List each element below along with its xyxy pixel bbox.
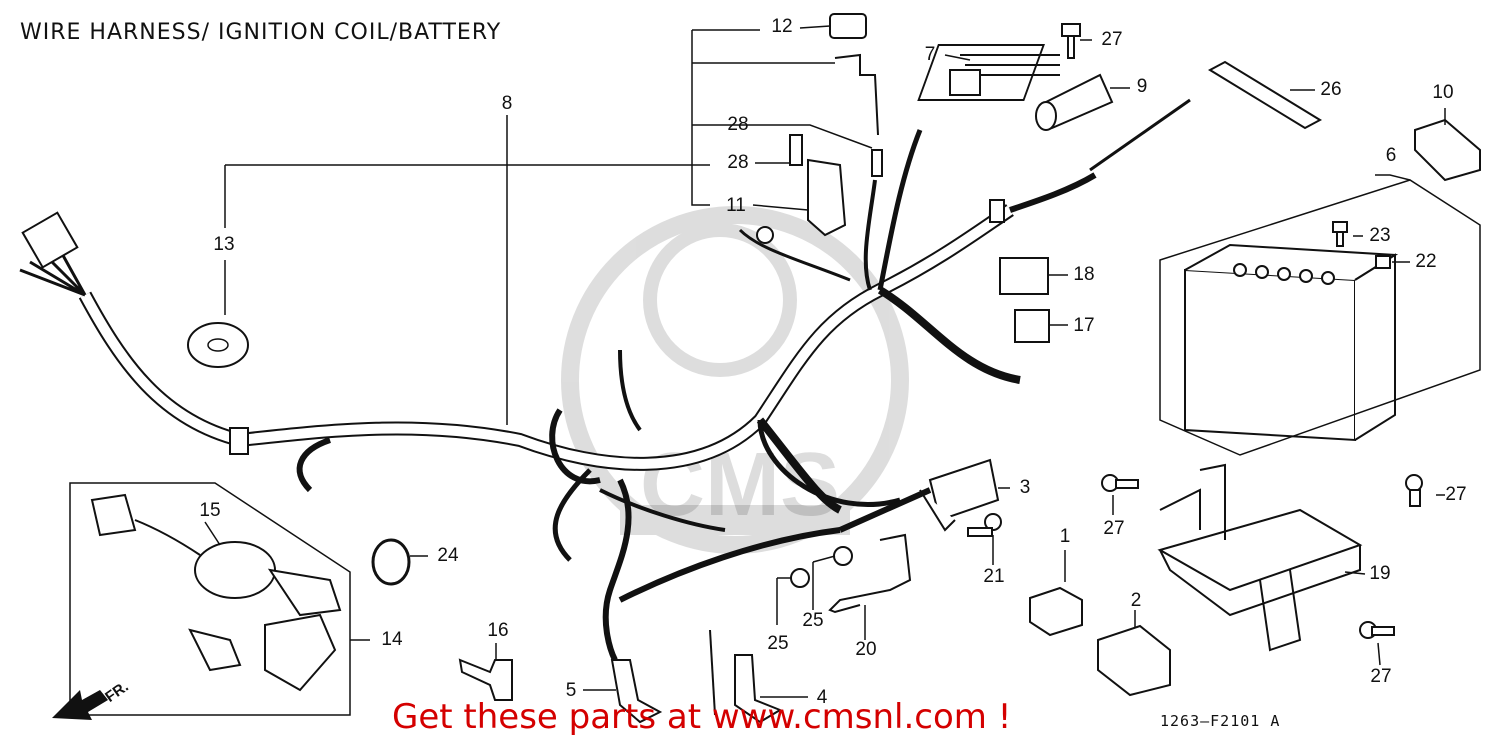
callout-7: 7 — [924, 44, 936, 65]
callout-4: 4 — [816, 687, 828, 708]
part-7-regulator — [917, 44, 1060, 101]
part-27-bolt-top — [1061, 23, 1081, 59]
callout-27-mid: 27 — [1103, 518, 1125, 539]
part-15-ignition-switch — [90, 493, 342, 692]
part-27-bolt-bottom — [1359, 621, 1395, 639]
part-25-nut-b — [833, 546, 853, 566]
callout-21: 21 — [983, 566, 1005, 587]
part-19-battery-case — [1157, 463, 1363, 652]
part-10-holder — [1414, 118, 1481, 182]
terminal-bracket — [834, 53, 879, 136]
callout-25-right: 25 — [802, 610, 824, 631]
callout-10: 10 — [1432, 82, 1454, 103]
part-12-cap — [829, 13, 867, 39]
part-23-bolt — [1332, 221, 1348, 247]
callout-11: 11 — [726, 195, 746, 216]
part-2-cover — [1097, 624, 1171, 697]
part-3-ignition-coil — [618, 458, 1000, 603]
front-arrow-icon — [52, 690, 108, 720]
switch-group-frame — [69, 482, 351, 716]
callout-27-top: 27 — [1101, 29, 1123, 50]
plug-wire-4 — [709, 629, 716, 716]
part-17-relay — [1014, 309, 1050, 343]
page-title: WIRE HARNESS/ IGNITION COIL/BATTERY — [20, 20, 502, 45]
part-21-bolt — [967, 513, 1002, 537]
wire-harness — [19, 98, 1191, 662]
callout-20: 20 — [855, 639, 877, 660]
callout-16: 16 — [487, 620, 509, 641]
diagram-code: 1263–F2101 A — [1160, 712, 1281, 730]
callout-27-bottom: 27 — [1370, 666, 1392, 687]
promo-link[interactable]: Get these parts at www.cmsnl.com ! — [392, 697, 1012, 737]
grommet-hole — [207, 338, 229, 352]
part-9-cover — [1035, 73, 1114, 131]
part-27-bolt-mid — [1101, 474, 1139, 492]
callout-19: 19 — [1369, 563, 1391, 584]
part-18-relay — [999, 257, 1049, 295]
part-28-fuse-b — [871, 149, 883, 177]
callout-25-left: 25 — [767, 633, 789, 654]
callout-13: 13 — [213, 234, 235, 255]
callout-18: 18 — [1073, 264, 1095, 285]
watermark-logo — [561, 206, 909, 554]
callout-26: 26 — [1320, 79, 1342, 100]
callout-1: 1 — [1059, 526, 1071, 547]
callout-23: 23 — [1369, 225, 1391, 246]
callout-3: 3 — [1019, 477, 1031, 498]
callout-6: 6 — [1385, 145, 1397, 166]
callout-22: 22 — [1415, 251, 1437, 272]
part-27-bolt-right — [1405, 474, 1423, 507]
callout-24: 24 — [437, 545, 459, 566]
part-1-connector — [1029, 586, 1083, 637]
part-11-fuse-holder — [807, 158, 847, 237]
part-16-key — [458, 658, 513, 701]
part-4-plug-cap — [734, 654, 783, 724]
leader-lines — [204, 25, 1446, 698]
part-22-nut — [1375, 255, 1391, 269]
part-6-battery — [1184, 243, 1399, 442]
callout-12: 12 — [771, 16, 793, 37]
callout-9: 9 — [1136, 76, 1148, 97]
part-25-nut-a — [790, 568, 810, 588]
part-20-bracket — [828, 533, 912, 614]
ground-terminal — [756, 226, 774, 244]
part-5-plug-cap — [610, 659, 663, 724]
callout-17: 17 — [1073, 315, 1095, 336]
callout-14: 14 — [381, 629, 403, 650]
part-24-ring — [371, 538, 411, 586]
callout-8: 8 — [501, 93, 513, 114]
callout-28-lower: 28 — [727, 152, 749, 173]
part-28-fuse-a — [789, 134, 803, 166]
callout-2: 2 — [1130, 590, 1142, 611]
callout-5: 5 — [565, 680, 577, 701]
part-26-strap — [1207, 60, 1323, 130]
callout-15: 15 — [199, 500, 221, 521]
callout-28-upper: 28 — [727, 114, 749, 135]
callout-27-right: 27 — [1445, 484, 1467, 505]
